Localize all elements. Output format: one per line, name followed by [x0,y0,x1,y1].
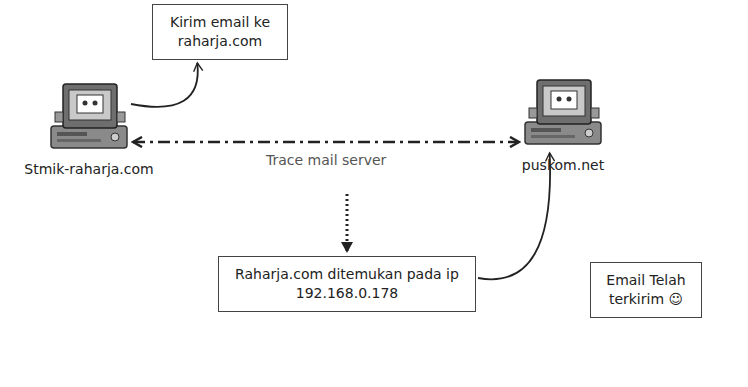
host-name: Stmik-raharja.com [4,160,174,178]
connector [133,141,519,144]
computer-node: puskom.net [488,78,638,174]
text-box: Raharja.com ditemukan pada ip 192.168.0.… [218,256,476,312]
box-text: Kirim email ke raharja.com [161,13,279,51]
host-name: puskom.net [488,156,638,174]
box-text: Email Telah terkirim ☺ [599,271,693,309]
box-text: Raharja.com ditemukan pada ip 192.168.0.… [227,265,467,303]
computer-icon [523,78,603,150]
computer-icon [49,82,129,154]
edge-label: Trace mail server [263,152,389,168]
text-box: Email Telah terkirim ☺ [590,262,702,318]
dotted-arrow [346,194,349,252]
text-box: Kirim email ke raharja.com [152,4,288,60]
computer-node: Stmik-raharja.com [4,82,174,178]
connector [131,63,198,107]
